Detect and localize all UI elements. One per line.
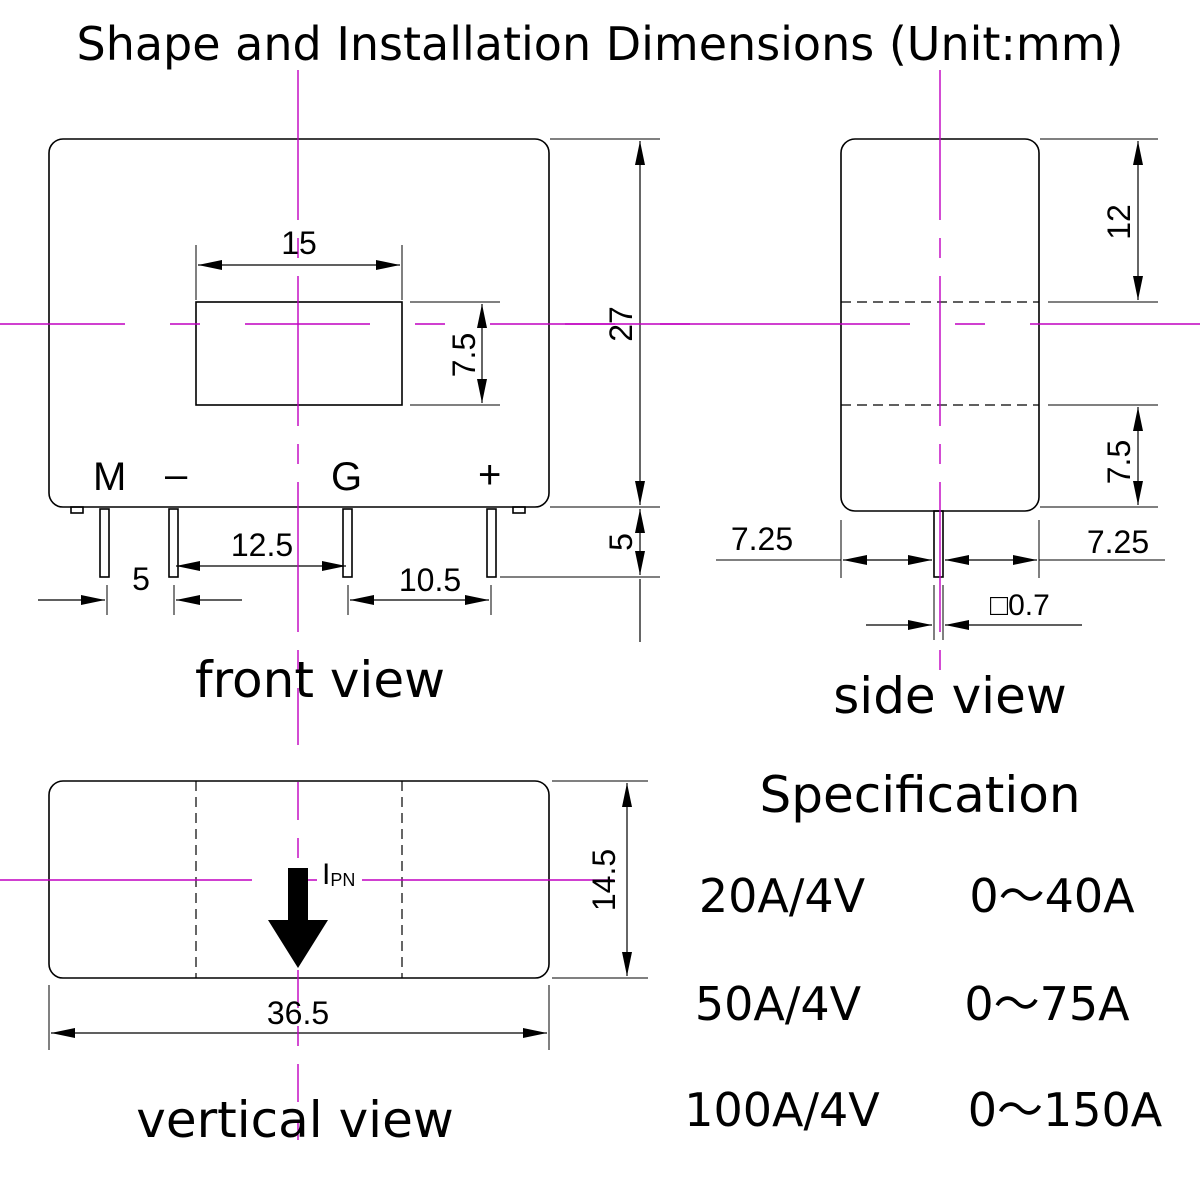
- dim-side-top: 12: [1101, 204, 1137, 240]
- dim-vertical-depth: 14.5: [586, 849, 622, 911]
- side-view-caption: side view: [833, 667, 1066, 725]
- pin-label-minus: –: [165, 453, 188, 497]
- pin-plus: [486, 508, 497, 578]
- pin-label-m: M: [93, 455, 126, 499]
- dim-pitch-minus-g: 12.5: [231, 527, 293, 563]
- vertical-view-centerlines: [0, 782, 635, 1140]
- dim-side-bottom: 7.5: [1101, 440, 1137, 484]
- spec-range: 0～75A: [964, 977, 1130, 1031]
- spec-range: 0～150A: [968, 1083, 1163, 1137]
- front-body-outline: [48, 138, 550, 508]
- spec-model: 100A/4V: [684, 1083, 880, 1137]
- side-pin: [933, 510, 944, 578]
- vertical-view: [48, 780, 648, 1050]
- spec-heading: Specification: [759, 766, 1080, 824]
- page-title: Shape and Installation Dimensions (Unit:…: [77, 17, 1124, 71]
- spec-table: 20A/4V 0～40A 50A/4V 0～75A 100A/4V 0～150A: [684, 869, 1163, 1137]
- current-direction-arrow-icon: [268, 868, 328, 968]
- vertical-view-caption: vertical view: [136, 1091, 453, 1149]
- dim-side-right: 7.25: [1087, 524, 1149, 560]
- pin-minus: [168, 508, 179, 578]
- dim-side-left: 7.25: [731, 521, 793, 557]
- side-view-centerlines: [565, 70, 1200, 675]
- dim-window-height: 7.5: [446, 333, 482, 377]
- spec-model: 50A/4V: [695, 977, 862, 1031]
- pin-label-g: G: [331, 455, 362, 499]
- dim-pitch-g-plus: 10.5: [399, 562, 461, 598]
- current-label: IPN: [322, 858, 355, 891]
- pin-m: [99, 508, 110, 578]
- pin-g: [342, 508, 353, 578]
- spec-model: 20A/4V: [699, 869, 866, 923]
- window-outline: [195, 301, 403, 406]
- dim-pitch-m-minus: 5: [132, 561, 150, 597]
- dim-vertical-width: 36.5: [267, 995, 329, 1031]
- front-view-centerlines: [0, 70, 700, 745]
- dim-pin-length: 5: [603, 533, 639, 551]
- spec-range: 0～40A: [969, 869, 1135, 923]
- dim-window-width: 15: [281, 225, 317, 261]
- front-view: [38, 138, 660, 642]
- front-view-caption: front view: [195, 651, 445, 709]
- dim-pin-section: □0.7: [990, 589, 1050, 622]
- pin-label-plus: +: [478, 453, 501, 497]
